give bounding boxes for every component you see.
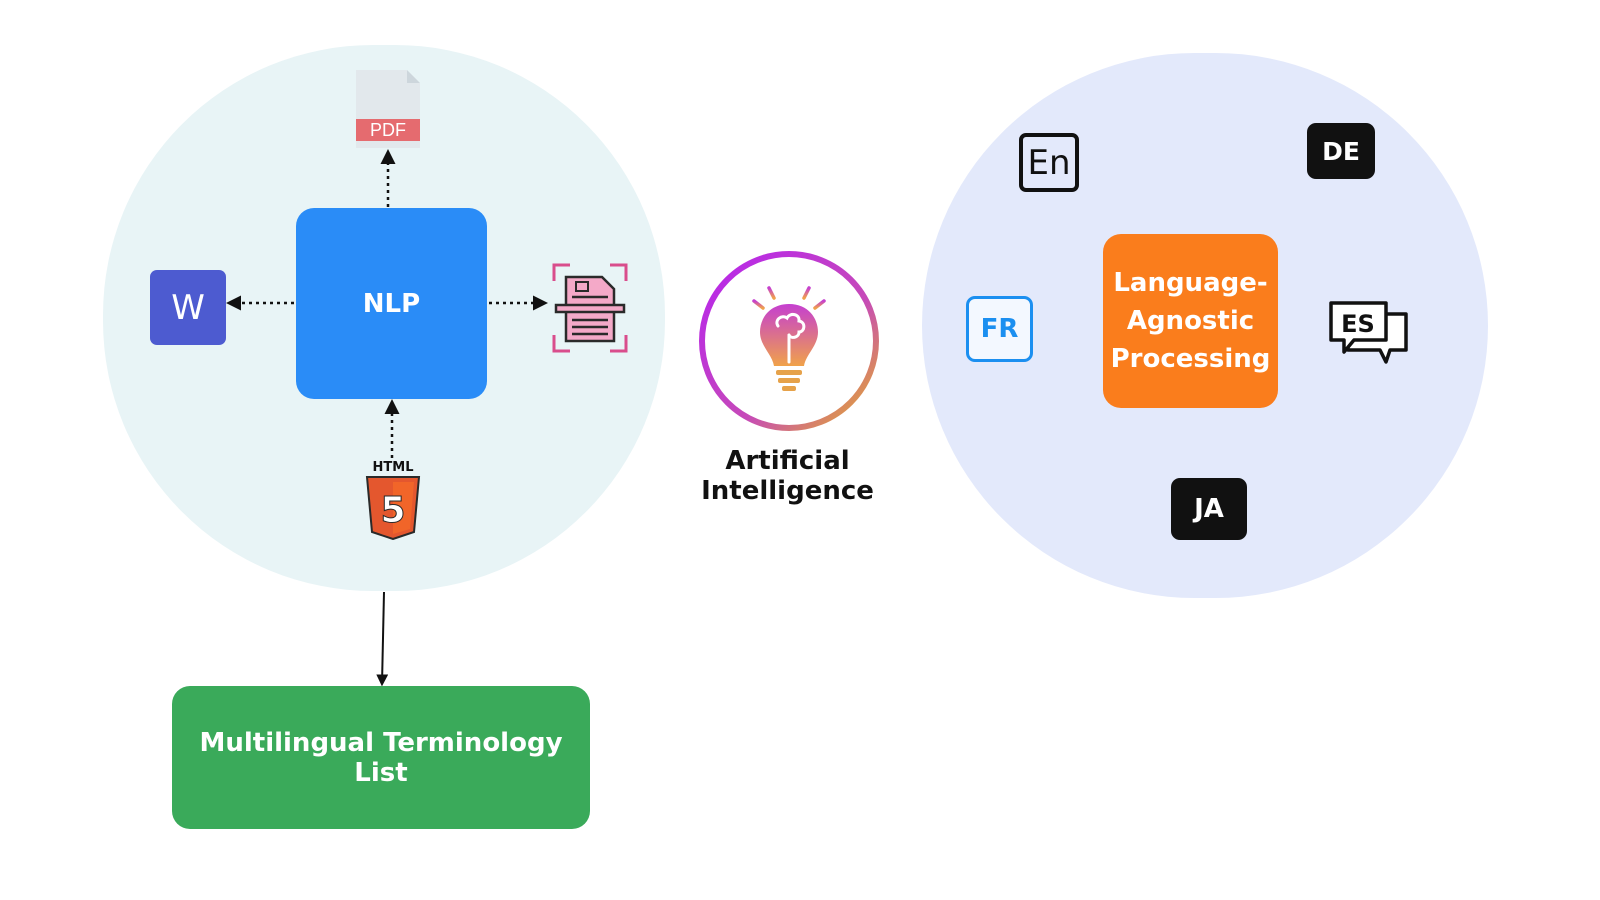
english-badge: En (1019, 133, 1079, 192)
french-label: FR (980, 314, 1019, 344)
language-agnostic-processing-node: Language- Agnostic Processing (1103, 234, 1278, 408)
english-label: En (1027, 142, 1071, 183)
word-letter: W (171, 287, 205, 328)
pdf-label: PDF (370, 120, 406, 140)
spanish-chat-icon: ES (1329, 301, 1408, 364)
german-label: DE (1322, 136, 1360, 166)
html5-digit: 5 (380, 490, 405, 531)
german-badge: DE (1307, 123, 1375, 179)
japanese-label: JA (1194, 494, 1224, 524)
arrow-group-to-terminology (376, 591, 389, 687)
processing-line-2: Agnostic (1126, 306, 1255, 336)
nlp-node: NLP (296, 208, 487, 399)
html5-icon: 5 (365, 476, 421, 540)
ai-lightbulb-icon (699, 251, 879, 431)
nlp-label: NLP (362, 288, 421, 319)
pdf-icon: PDF (356, 70, 420, 148)
html-label: HTML (372, 460, 414, 475)
spanish-label: ES (1341, 310, 1375, 338)
processing-line-3: Processing (1110, 344, 1271, 374)
japanese-badge: JA (1171, 478, 1247, 540)
terminology-list-node: Multilingual Terminology List (172, 686, 590, 829)
document-scan-icon (552, 263, 628, 353)
word-icon: W (150, 270, 226, 345)
french-badge: FR (966, 296, 1033, 362)
ai-label: Artificial Intelligence (701, 446, 874, 506)
terminology-list-label: Multilingual Terminology List (199, 727, 563, 788)
processing-line-1: Language- (1113, 268, 1268, 298)
